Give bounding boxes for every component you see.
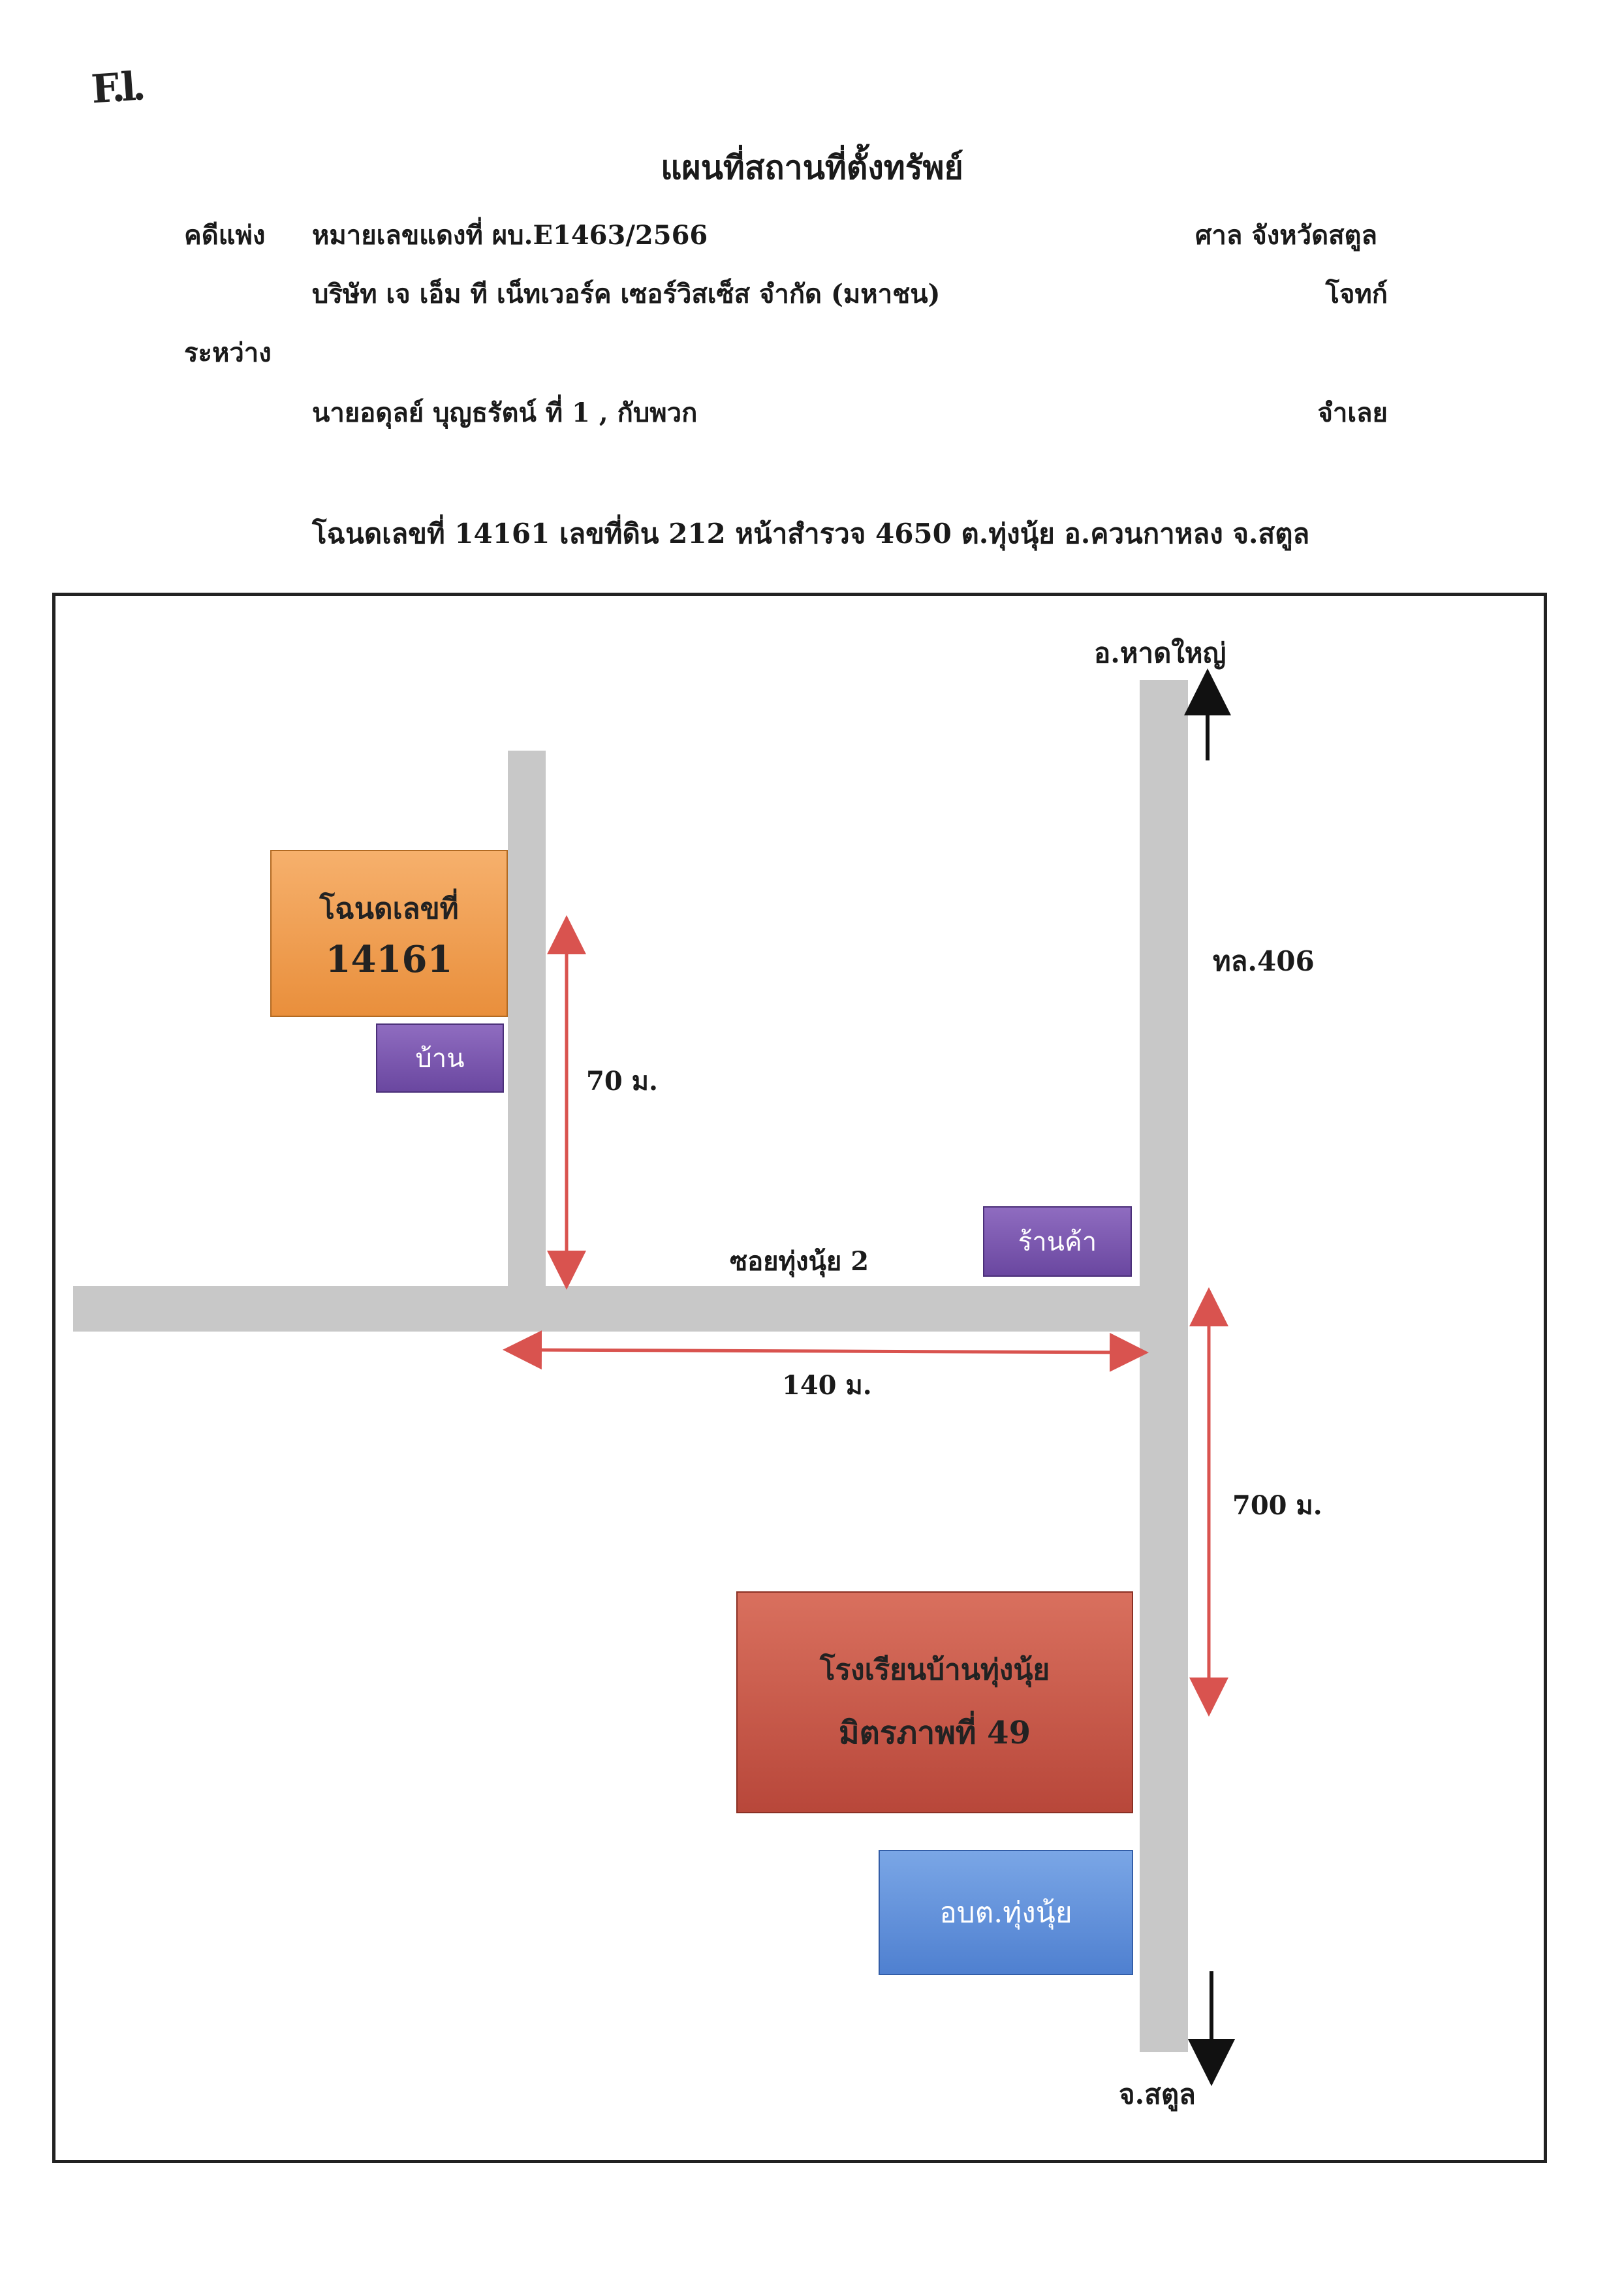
- dist-140-arrow: [503, 1330, 1149, 1372]
- sao-box: อบต.ทุ่งนุ้ย: [879, 1850, 1133, 1975]
- highway-label: ทล.406: [1213, 945, 1315, 977]
- defendant-name: นายอดุลย์ บุญธรัตน์ ที่ 1 , กับพวก: [312, 398, 698, 428]
- north-destination-label: อ.หาดใหญ่: [1094, 637, 1226, 669]
- south-destination-label: จ.สตูล: [1119, 2078, 1196, 2110]
- between-label: ระหว่าง: [184, 337, 272, 368]
- deed-info-line: โฉนดเลขที่ 14161 เลขที่ดิน 212 หน้าสำรวจ…: [312, 518, 1310, 550]
- distance-70-label: 70 ม.: [586, 1066, 658, 1097]
- deed-14161-box: โฉนดเลขที่ 14161: [270, 850, 508, 1017]
- map-frame: [52, 593, 1547, 2163]
- deed-box-line1: โฉนดเลขที่: [319, 892, 459, 926]
- deed-box-line2: 14161: [325, 938, 453, 981]
- case-type: คดีแพ่ง: [184, 220, 266, 251]
- red-case-number: หมายเลขแดงที่ ผบ.E1463/2566: [312, 220, 708, 251]
- school-box: โรงเรียนบ้านทุ่งนุ้ย มิตรภาพที่ 49: [736, 1591, 1133, 1813]
- soi-label: ซอยทุ่งนุ้ย 2: [730, 1246, 869, 1277]
- house-box: บ้าน: [376, 1023, 504, 1093]
- distance-140-label: 140 ม.: [782, 1370, 872, 1401]
- document-title: แผนที่สถานที่ตั้งทรัพย์: [661, 148, 963, 187]
- soi-thung-nui-2-road: [73, 1286, 1188, 1332]
- distance-700-label: 700 ม.: [1232, 1490, 1322, 1521]
- court-name: ศาล จังหวัดสตูล: [1195, 220, 1377, 251]
- school-box-line2: มิตรภาพที่ 49: [839, 1715, 1031, 1751]
- shop-box: ร้านค้า: [983, 1206, 1132, 1277]
- plaintiff-role: โจทก์: [1325, 279, 1388, 309]
- school-box-line1: โรงเรียนบ้านทุ่งนุ้ย: [819, 1653, 1050, 1687]
- plaintiff-name: บริษัท เจ เอ็ม ที เน็ทเวอร์ค เซอร์วิสเซ็…: [312, 279, 941, 309]
- side-lane-road: [508, 751, 546, 1305]
- defendant-role: จำเลย: [1317, 398, 1388, 428]
